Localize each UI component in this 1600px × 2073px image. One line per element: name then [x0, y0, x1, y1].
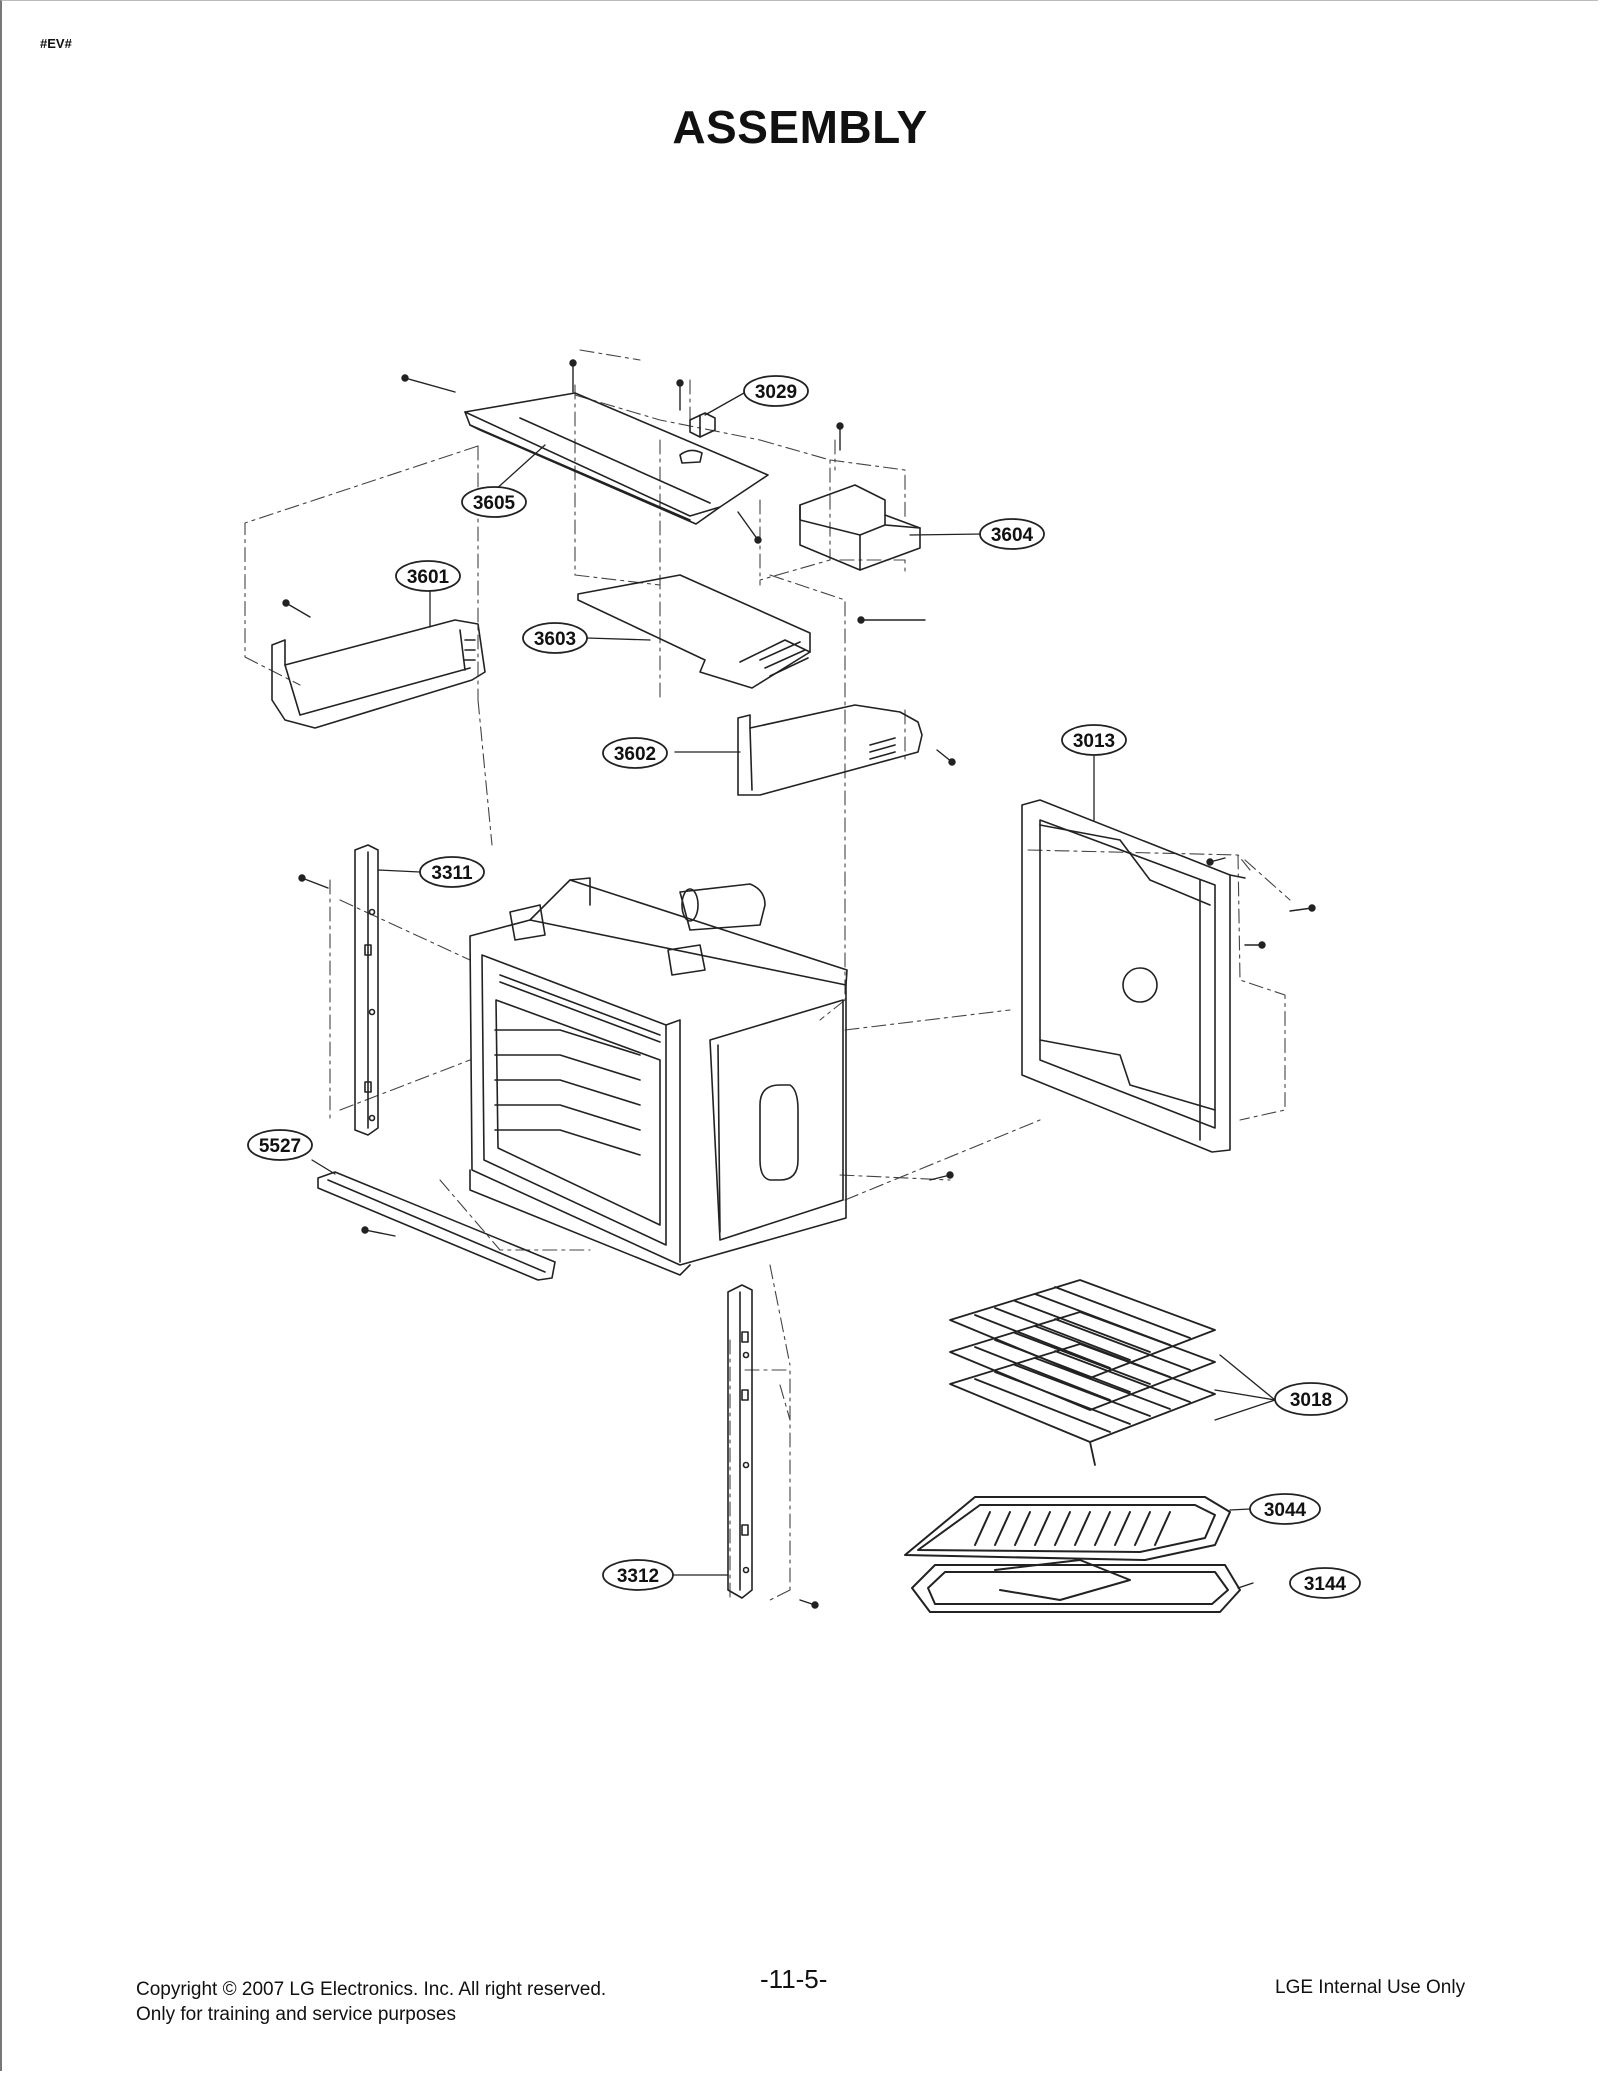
callout-3144: 3144	[1289, 1567, 1361, 1599]
callout-3602: 3602	[602, 737, 668, 769]
callout-5527: 5527	[247, 1129, 313, 1161]
callout-3311-label: 3311	[431, 863, 473, 884]
screws	[282, 359, 1316, 1609]
copyright-line: Copyright © 2007 LG Electronics. Inc. Al…	[136, 1979, 607, 2000]
part-3013-back-panel	[1021, 799, 1246, 1153]
screw-icon	[799, 1599, 819, 1609]
screw-icon	[1289, 904, 1316, 912]
part-3603-plate	[577, 574, 811, 689]
part-3044-broil-insert	[904, 1496, 1231, 1561]
callout-3311: 3311	[419, 856, 485, 888]
callout-3604: 3604	[979, 518, 1045, 550]
callouts: 3029 3605 3604 3601 3603 3602 3013 3311	[247, 375, 1361, 1599]
callout-3312: 3312	[602, 1559, 674, 1591]
leader-lines	[311, 392, 1276, 1589]
callout-3044-label: 3044	[1264, 1500, 1307, 1521]
callout-3312-label: 3312	[617, 1566, 659, 1587]
callout-3013: 3013	[1061, 724, 1127, 756]
screw-icon	[569, 359, 577, 393]
screw-icon	[929, 1171, 954, 1181]
screw-icon	[836, 422, 844, 451]
oven-rack	[949, 1343, 1216, 1466]
screw-icon	[857, 616, 926, 624]
callout-3603: 3603	[522, 622, 588, 654]
part-3602-panel	[737, 704, 923, 796]
internal-use-label: LGE Internal Use Only	[1275, 1977, 1466, 1998]
screw-icon	[1206, 857, 1226, 866]
callout-3602-label: 3602	[614, 744, 656, 765]
callout-3013-label: 3013	[1073, 731, 1115, 752]
screw-icon	[676, 379, 684, 411]
screw-icon	[282, 599, 311, 618]
callout-5527-label: 5527	[259, 1136, 301, 1157]
document-code: #EV#	[40, 36, 72, 51]
part-3018-racks	[949, 1279, 1216, 1466]
page-number: -11-5-	[760, 1964, 828, 1994]
page-title: ASSEMBLY	[672, 101, 928, 153]
callout-3144-label: 3144	[1304, 1574, 1347, 1595]
callout-3605: 3605	[461, 486, 527, 518]
callout-3601-label: 3601	[407, 567, 450, 588]
screw-icon	[361, 1226, 396, 1237]
screw-icon	[936, 749, 956, 766]
callout-3018-label: 3018	[1290, 1390, 1332, 1411]
oven-rack	[949, 1311, 1216, 1411]
callout-3029: 3029	[743, 375, 809, 407]
part-3144-broil-pan	[911, 1559, 1241, 1613]
alignment-guides	[244, 349, 1291, 1601]
part-3311-rail	[354, 844, 379, 1136]
screw-icon	[737, 511, 762, 544]
usage-line: Only for training and service purposes	[136, 2004, 456, 2025]
part-3029-bracket	[689, 412, 716, 438]
part-3604-cover	[799, 484, 921, 571]
screw-icon	[1244, 941, 1266, 949]
part-5527-trim	[317, 1171, 556, 1281]
screw-icon	[298, 874, 329, 889]
callout-3044: 3044	[1249, 1493, 1321, 1525]
part-3605-top-trim	[464, 392, 769, 525]
callout-3605-label: 3605	[473, 493, 516, 514]
part-3312-rail	[727, 1284, 753, 1599]
part-3601-panel	[271, 619, 486, 729]
callout-3603-label: 3603	[534, 629, 576, 650]
footer-copyright: Copyright © 2007 LG Electronics. Inc. Al…	[136, 1977, 606, 2027]
callout-3601: 3601	[395, 560, 461, 592]
callout-3029-label: 3029	[755, 382, 797, 403]
oven-cavity	[469, 877, 848, 1276]
callout-3604-label: 3604	[991, 525, 1034, 546]
screw-icon	[401, 374, 456, 393]
callout-3018: 3018	[1274, 1382, 1348, 1416]
